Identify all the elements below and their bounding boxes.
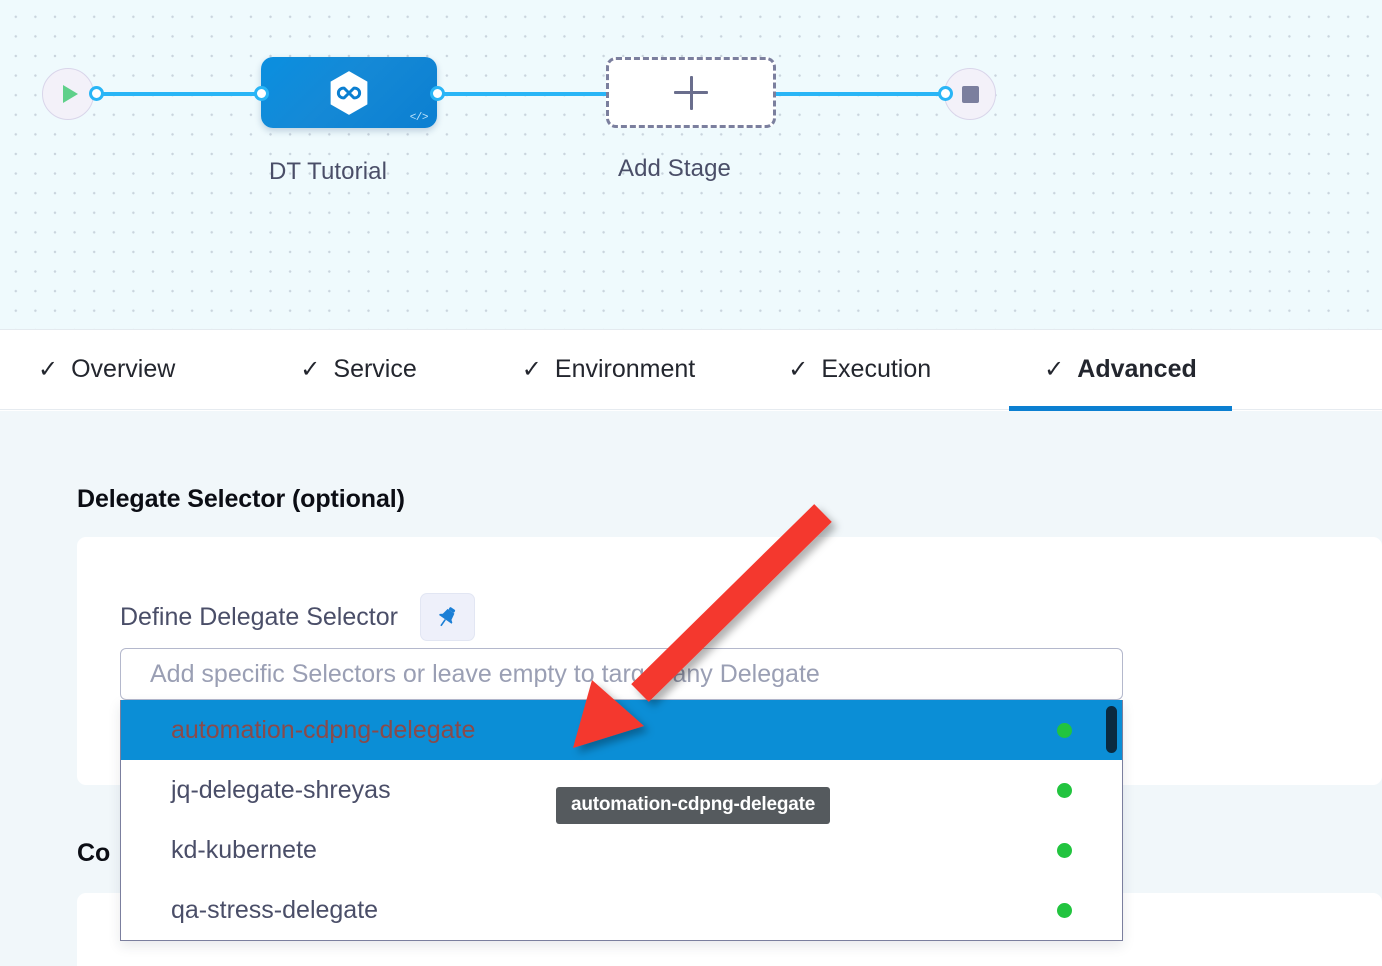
tab-overview-label: Overview	[71, 355, 176, 383]
list-item[interactable]: kd-kubernete	[121, 820, 1122, 880]
code-icon: </>	[409, 112, 429, 124]
plus-icon-vertical	[689, 75, 693, 110]
tab-overview[interactable]: ✓ Overview	[38, 330, 175, 410]
stop-icon	[961, 85, 979, 103]
stage-node-label: DT Tutorial	[269, 158, 388, 185]
status-indicator-icon	[1057, 842, 1072, 858]
list-item[interactable]: jq-delegate-shreyas	[121, 760, 1122, 820]
tab-execution-label: Execution	[821, 355, 932, 383]
delegate-name-tooltip: automation-cdpng-delegate	[556, 787, 831, 824]
conditional-execution-title: Co	[77, 839, 111, 867]
tab-execution[interactable]: ✓ Execution	[788, 330, 931, 410]
tab-environment[interactable]: ✓ Environment	[522, 330, 695, 410]
status-indicator-icon	[1057, 722, 1072, 738]
add-stage-label: Add Stage	[618, 155, 731, 182]
delegate-option-label: automation-cdpng-delegate	[171, 715, 476, 744]
check-icon: ✓	[521, 355, 542, 383]
connector-start-to-stage	[92, 92, 272, 96]
port-stage-out[interactable]	[430, 86, 445, 101]
list-item[interactable]: automation-cdpng-delegate	[121, 700, 1122, 760]
pipeline-start-node[interactable]	[42, 68, 94, 120]
dropdown-scrollbar-thumb[interactable]	[1106, 706, 1117, 753]
tab-advanced[interactable]: ✓ Advanced	[1009, 330, 1232, 411]
stage-node-dt-tutorial[interactable]: </>	[261, 57, 437, 128]
delegate-option-label: jq-delegate-shreyas	[171, 775, 391, 804]
add-stage-node[interactable]	[606, 57, 776, 128]
pipeline-canvas[interactable]: </> DT Tutorial Add Stage	[0, 0, 1382, 330]
define-delegate-selector-label: Define Delegate Selector	[120, 602, 398, 631]
status-indicator-icon	[1057, 902, 1072, 918]
play-icon	[63, 85, 78, 103]
tab-advanced-label: Advanced	[1077, 355, 1197, 383]
pin-button[interactable]	[419, 593, 475, 641]
define-delegate-selector-row: Define Delegate Selector	[120, 593, 475, 641]
port-end[interactable]	[938, 86, 953, 101]
page-title: Delegate Selector (optional)	[77, 485, 405, 513]
pin-icon	[439, 607, 456, 627]
list-item[interactable]: qa-stress-delegate	[121, 880, 1122, 940]
harness-hexagon-infinity-icon	[330, 70, 368, 115]
tab-service[interactable]: ✓ Service	[300, 330, 416, 410]
check-icon: ✓	[1044, 355, 1065, 383]
check-icon: ✓	[38, 355, 59, 383]
port-stage-in[interactable]	[254, 86, 269, 101]
check-icon: ✓	[788, 355, 809, 383]
port-start[interactable]	[89, 86, 104, 101]
stage-tabbar: ✓ Overview ✓ Service ✓ Environment ✓ Exe…	[0, 330, 1382, 411]
status-indicator-icon	[1057, 782, 1072, 798]
tab-environment-label: Environment	[554, 355, 696, 383]
delegate-selector-input[interactable]: Add specific Selectors or leave empty to…	[120, 648, 1123, 700]
connector-stage-to-add	[432, 92, 622, 96]
delegate-option-label: qa-stress-delegate	[171, 895, 379, 924]
delegate-option-label: kd-kubernete	[171, 835, 317, 864]
connector-add-to-end	[760, 92, 956, 96]
check-icon: ✓	[300, 355, 321, 383]
tab-service-label: Service	[333, 355, 417, 383]
